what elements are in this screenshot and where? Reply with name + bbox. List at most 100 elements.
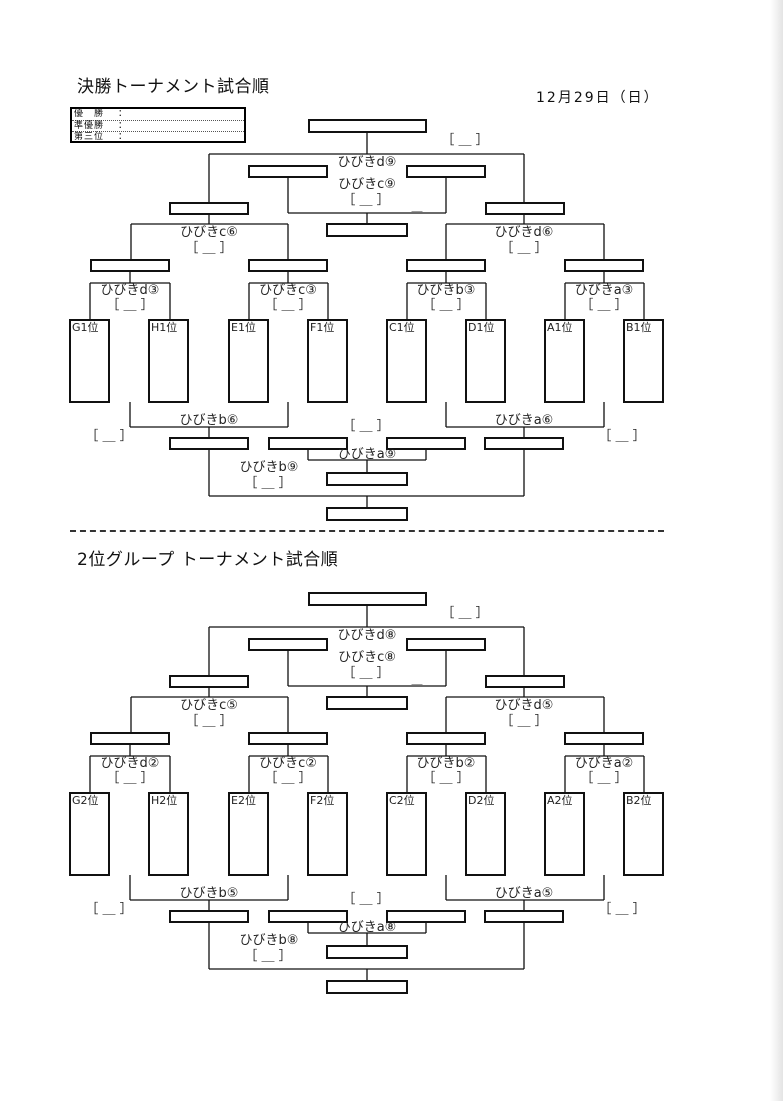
third-place-box: [326, 696, 408, 710]
entry-box: [485, 675, 565, 688]
team-box: [307, 792, 348, 876]
entry-box: [485, 202, 565, 215]
entry-box: [169, 437, 249, 450]
match-label-lower-b: ひびきb⑧: [240, 933, 299, 948]
entry-box: [406, 259, 486, 272]
team-box: [148, 319, 189, 403]
entry-box: [248, 165, 328, 178]
entry-box: [484, 437, 564, 450]
result-row-winner: 優 勝 ：: [72, 109, 244, 121]
team-label: A2位: [547, 793, 573, 807]
dash-mark: ＿: [412, 673, 423, 686]
entry-box: [406, 638, 486, 651]
team-box: [544, 792, 585, 876]
match-label-lower-a: ひびきa⑧: [338, 920, 397, 935]
score-slot: ［ ＿ ］: [598, 429, 645, 444]
entry-box: [386, 437, 466, 450]
score-slot: ［ ＿ ］: [422, 771, 469, 786]
entry-box: [406, 732, 486, 745]
team-box: [623, 792, 664, 876]
result-label: 準優勝: [74, 120, 105, 131]
match-label-consolation: ひびきb⑥: [180, 413, 239, 428]
entry-box: [326, 472, 408, 486]
match-label-round1: ひびきc②: [259, 756, 317, 771]
result-row-third: 第三位 ：: [72, 132, 244, 143]
entry-box: [484, 910, 564, 923]
match-label-round1: ひびきd②: [101, 756, 160, 771]
score-slot: ［ ＿ ］: [106, 298, 153, 313]
entry-box: [386, 910, 466, 923]
match-label-consolation: ひびきa⑤: [495, 886, 554, 901]
team-box: [69, 792, 110, 876]
team-box: [623, 319, 664, 403]
match-label-lower-b: ひびきb⑨: [240, 460, 299, 475]
team-label: H2位: [151, 793, 177, 807]
team-label: C1位: [389, 320, 415, 334]
team-label: E1位: [231, 320, 256, 334]
final-tournament-title: 決勝トーナメント試合順: [77, 77, 270, 97]
team-label: D2位: [468, 793, 494, 807]
score-slot: ［ ＿ ］: [342, 419, 389, 434]
team-box: [386, 792, 427, 876]
champion-box: [308, 592, 427, 606]
second-group-title: 2位グループ トーナメント試合順: [77, 550, 339, 570]
entry-box: [169, 202, 249, 215]
team-box: [228, 319, 269, 403]
team-label: F1位: [310, 320, 334, 334]
match-label-third: ひびきc⑧: [338, 650, 396, 665]
match-label-round1: ひびきa③: [575, 283, 634, 298]
score-slot: ［ ＿ ］: [106, 771, 153, 786]
team-box: [544, 319, 585, 403]
entry-box: [90, 259, 170, 272]
entry-box: [326, 507, 408, 521]
match-label-final: ひびきd⑨: [338, 155, 397, 170]
match-label-round2: ひびきd⑤: [495, 698, 554, 713]
team-label: G2位: [72, 793, 99, 807]
match-label-round2: ひびきc⑤: [180, 698, 238, 713]
score-slot: ［ ＿ ］: [244, 476, 291, 491]
result-row-runner-up: 準優勝 ：: [72, 121, 244, 133]
match-label-round2: ひびきd⑥: [495, 225, 554, 240]
entry-box: [268, 437, 348, 450]
match-label-third: ひびきc⑨: [338, 177, 396, 192]
entry-box: [248, 259, 328, 272]
team-label: B2位: [626, 793, 652, 807]
result-separator: ：: [118, 109, 128, 119]
score-slot: ［ ＿ ］: [85, 429, 132, 444]
third-place-box: [326, 223, 408, 237]
entry-box: [326, 980, 408, 994]
score-slot: ［ ＿ ］: [85, 902, 132, 917]
team-box: [465, 792, 506, 876]
team-label: G1位: [72, 320, 99, 334]
result-label: 優 勝: [74, 109, 105, 119]
match-label-round1: ひびきd③: [101, 283, 160, 298]
entry-box: [169, 675, 249, 688]
match-label-consolation: ひびきa⑥: [495, 413, 554, 428]
entry-box: [326, 945, 408, 959]
entry-box: [564, 259, 644, 272]
team-box: [148, 792, 189, 876]
score-slot: ［ ＿ ］: [244, 949, 291, 964]
score-slot: ［ ＿ ］: [342, 666, 389, 681]
score-slot: ［ ＿ ］: [342, 892, 389, 907]
score-slot: ［ ＿ ］: [500, 241, 547, 256]
result-label: 第三位: [74, 132, 105, 143]
score-slot: ［ ＿ ］: [441, 606, 488, 621]
entry-box: [169, 910, 249, 923]
result-separator: ：: [118, 132, 128, 143]
dash-mark: ＿: [412, 200, 423, 213]
score-slot: ［ ＿ ］: [580, 771, 627, 786]
score-slot: ［ ＿ ］: [441, 133, 488, 148]
result-separator: ：: [118, 120, 128, 131]
match-label-lower-a: ひびきa⑨: [338, 447, 397, 462]
entry-box: [564, 732, 644, 745]
team-box: [69, 319, 110, 403]
match-label-round1: ひびきb③: [417, 283, 476, 298]
match-label-round2: ひびきc⑥: [180, 225, 238, 240]
team-label: E2位: [231, 793, 256, 807]
entry-box: [406, 165, 486, 178]
score-slot: ［ ＿ ］: [598, 902, 645, 917]
results-table: 優 勝 ： 準優勝 ： 第三位 ：: [70, 107, 246, 143]
